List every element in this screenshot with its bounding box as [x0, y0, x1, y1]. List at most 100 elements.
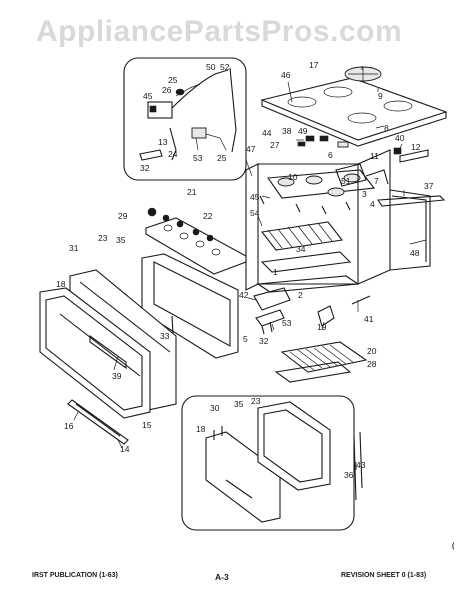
- drawer-parts: [253, 287, 371, 383]
- callout-43: 43: [356, 460, 366, 470]
- burner-2: [305, 175, 323, 185]
- callout-48: 48: [410, 248, 420, 258]
- callout-11: 11: [370, 151, 379, 161]
- inset-window: [257, 401, 331, 491]
- callout-7: 7: [374, 176, 379, 186]
- inner-door-ridge: [79, 281, 171, 353]
- panel-knob-hole-3: [195, 240, 205, 248]
- callout-labels: 17 46 9 8 40 12 44 38 49 2 7 6 11 47 10 5…: [56, 60, 434, 480]
- valve-53: [191, 127, 207, 139]
- callout-3: 3: [362, 189, 367, 199]
- callout-15: 15: [142, 420, 152, 430]
- inset-door-handle: [225, 479, 253, 499]
- callout-40: 40: [395, 133, 405, 143]
- callout-32-inset: 32: [140, 163, 150, 173]
- panel-knob-hole-4: [211, 248, 221, 256]
- oven-door-assembly: [39, 207, 247, 445]
- door-glass: [45, 295, 143, 411]
- thermostat-terminal: [149, 105, 157, 113]
- callout-52: 52: [220, 62, 230, 72]
- broiler-pan-28: [274, 361, 352, 383]
- callout-14: 14: [120, 444, 130, 454]
- grid-slots: [289, 344, 355, 371]
- callout-34: 34: [296, 244, 306, 254]
- trim-37: [377, 195, 446, 207]
- range-cabinet: [245, 66, 448, 293]
- door-handle: [89, 334, 127, 370]
- leader-lines: [73, 66, 427, 470]
- callout-38: 38: [282, 126, 292, 136]
- callout-37: 37: [424, 181, 434, 191]
- callout-17: 17: [309, 60, 319, 70]
- inset-window-glass: [263, 409, 323, 483]
- footer-edge-mark: (: [452, 543, 455, 550]
- callout-2: 2: [298, 290, 303, 300]
- part-7: [365, 169, 389, 185]
- callout-12: 12: [411, 142, 421, 152]
- knob-icon: [192, 228, 200, 236]
- panel-knob-hole-2: [179, 232, 189, 240]
- page-footer: IRST PUBLICATION (1-63) A-3 REVISION SHE…: [32, 543, 455, 582]
- watermark-text: AppliancePartsPros.com: [36, 15, 402, 48]
- callout-44: 44: [262, 128, 272, 138]
- burner-hole-1: [287, 96, 317, 108]
- callout-45-main: 45: [250, 192, 260, 202]
- burner-manifold: [267, 169, 376, 199]
- callout-22: 22: [203, 211, 213, 221]
- bracket-pins: [261, 321, 273, 335]
- callout-10: 10: [288, 172, 298, 182]
- door-trim-line: [59, 313, 141, 377]
- callout-53-inset: 53: [193, 153, 203, 163]
- oven-rack: [260, 221, 344, 251]
- part-6: [337, 141, 349, 148]
- callout-25-bottom: 25: [217, 153, 227, 163]
- callout-1: 1: [273, 267, 278, 277]
- grate-ribs: [348, 67, 378, 81]
- burner-3: [327, 187, 345, 197]
- callout-8: 8: [384, 123, 389, 133]
- callout-23-inset: 23: [251, 396, 261, 406]
- knob-icon: [147, 207, 157, 217]
- inset-inner-door: [205, 431, 281, 523]
- footer-revision: REVISION SHEET 0 (1-83): [341, 572, 426, 579]
- callout-29: 29: [118, 211, 128, 221]
- callout-33: 33: [160, 331, 170, 341]
- bracket-42: [253, 287, 291, 311]
- callout-31: 31: [69, 243, 79, 253]
- callout-46: 46: [281, 70, 291, 80]
- callout-41: 41: [364, 314, 374, 324]
- callout-20: 20: [367, 346, 377, 356]
- bottom-rail-inner: [75, 403, 121, 437]
- oven-bottom: [256, 275, 360, 293]
- panel-knob-hole-1: [163, 224, 173, 232]
- callout-51: 51: [341, 176, 351, 186]
- inset-pins: [213, 426, 223, 440]
- wire-25: [205, 133, 227, 151]
- callout-36: 36: [344, 470, 354, 480]
- burner-1: [277, 177, 295, 187]
- burner-hole-2: [323, 86, 353, 98]
- callout-19: 19: [317, 322, 327, 332]
- callout-6: 6: [328, 150, 333, 160]
- part-49: [319, 135, 329, 142]
- callout-25-top: 25: [168, 75, 178, 85]
- callout-9: 9: [378, 91, 383, 101]
- oven-frame: [258, 163, 359, 285]
- side-panel-48: [389, 189, 431, 271]
- cooktop-edge: [261, 100, 447, 147]
- callout-49: 49: [298, 126, 308, 136]
- sensing-bulb: [229, 67, 237, 153]
- inset-border: [181, 395, 355, 531]
- callout-5: 5: [243, 334, 248, 344]
- broiler-grid-20: [280, 341, 368, 373]
- callout-16: 16: [64, 421, 74, 431]
- callout-47: 47: [246, 144, 256, 154]
- callout-30: 30: [210, 403, 220, 413]
- callout-35-main: 35: [116, 235, 126, 245]
- callout-45-inset: 45: [143, 91, 153, 101]
- inset-border: [123, 57, 247, 181]
- inset-thermostat-assembly: [123, 57, 247, 181]
- callout-24: 24: [168, 149, 178, 159]
- door-window-frame: [153, 261, 231, 347]
